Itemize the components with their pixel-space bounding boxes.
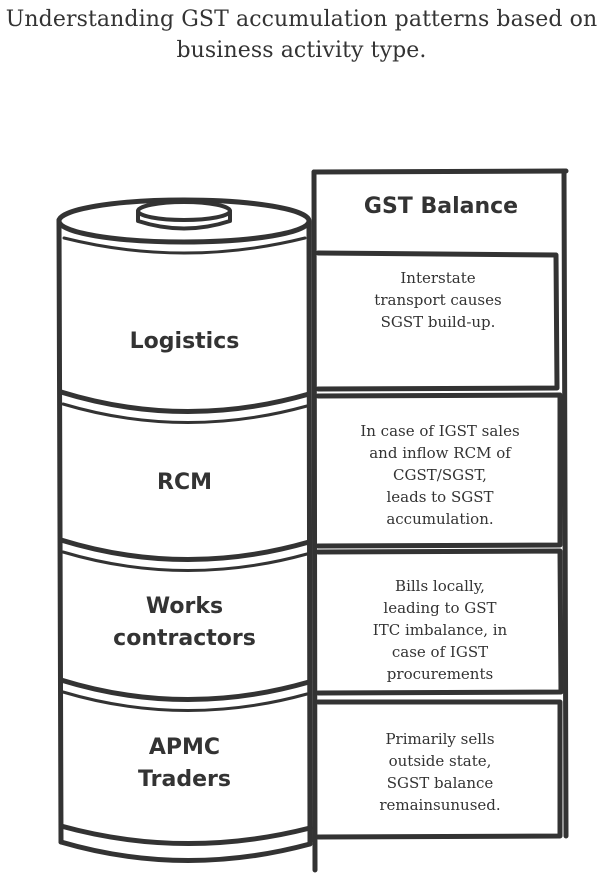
segment-separator-3-inner [61, 690, 309, 712]
segment-label-rcm: RCM [157, 470, 212, 495]
boxes-left-border [311, 169, 318, 873]
segment-separator-3 [58, 677, 312, 702]
segment-label-works-contractors: Works contractors [113, 594, 256, 651]
box-text-works-contractors: Bills locally, leading to GST ITC imbala… [372, 577, 508, 683]
header-box-right [561, 168, 569, 839]
cylinder-bottom-curve [58, 823, 313, 846]
box-text-logistics: Interstate transport causes SGST build-u… [374, 269, 502, 331]
box-3-outline [315, 548, 564, 696]
cylinder-bottom-inner-curve [58, 839, 313, 863]
cylinder-top-inner-curve [62, 236, 307, 255]
segment-separator-1 [58, 389, 312, 414]
cylinder-lid-ellipse [136, 200, 232, 222]
diagram-title-line-2: business activity type. [176, 38, 427, 63]
header-box-top [311, 168, 569, 175]
diagram-title: Understanding GST accumulation patterns … [0, 4, 603, 66]
box-text-apmc-traders: Primarily sells outside state, SGST bala… [379, 730, 501, 814]
box-text-rcm: In case of IGST sales and inflow RCM of … [360, 422, 520, 528]
segment-separator-1-inner [61, 402, 309, 424]
segment-label-logistics: Logistics [129, 329, 240, 354]
box-2-outline [315, 392, 563, 549]
box-1-outline [315, 250, 560, 392]
diagram-title-line-1: Understanding GST accumulation patterns … [5, 7, 598, 32]
box-4-outline [315, 699, 563, 840]
cylinder-lid-side [136, 209, 232, 231]
cylinder-right-side [306, 219, 313, 845]
segment-separator-2 [58, 537, 312, 562]
gst-balance-header: GST Balance [363, 194, 519, 219]
cylinder-left-side [56, 217, 64, 845]
segment-label-apmc-traders: APMC Traders [138, 735, 231, 792]
segment-separator-2-inner [61, 550, 309, 572]
